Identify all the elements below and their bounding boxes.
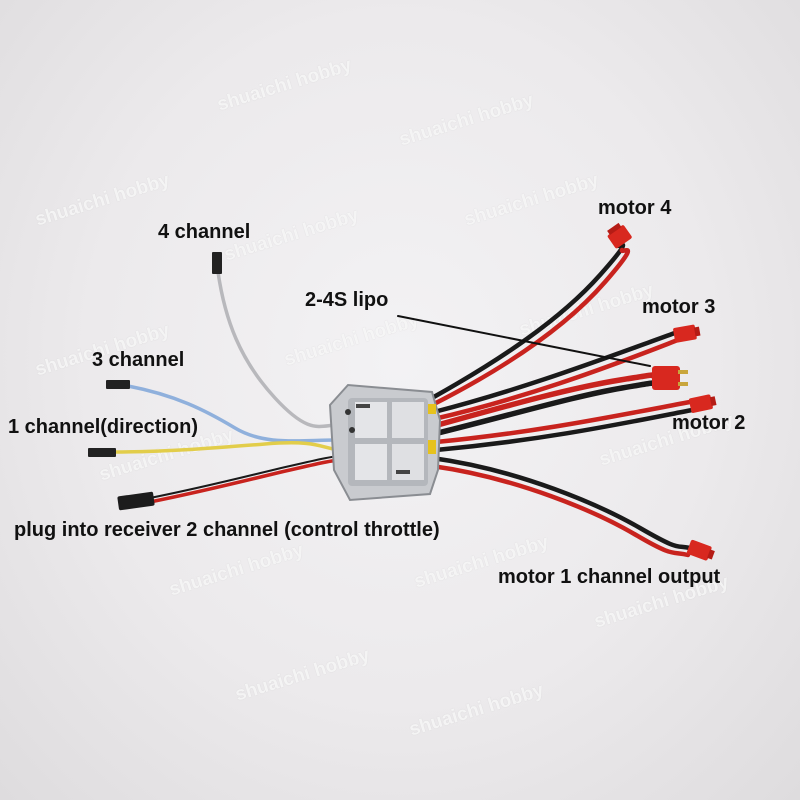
wire-motor-2-black (433, 407, 695, 453)
connector-motor-1 (686, 539, 715, 561)
wire-1-channel (113, 441, 340, 454)
wire-receiver-black (149, 455, 339, 499)
wire-motor-1-red (429, 463, 691, 558)
wire-motor-4-red (429, 247, 630, 408)
connector-3-channel (106, 380, 130, 389)
esc-board (328, 383, 442, 502)
label-3-channel: 3 channel (92, 349, 185, 371)
label-lipo: 2-4S lipo (305, 289, 389, 311)
connector-receiver (117, 491, 155, 511)
label-motor-1: motor 1 channel output (498, 566, 721, 588)
label-1-channel: 1 channel(direction) (8, 416, 199, 438)
connector-motor-4 (607, 222, 632, 249)
lipo-pointer-line (397, 315, 651, 367)
connector-motor-3 (673, 324, 701, 343)
wire-motor-1-black (429, 455, 693, 551)
connector-lipo-t-plug (652, 366, 688, 390)
connector-1-channel (88, 448, 116, 457)
label-receiver: plug into receiver 2 channel (control th… (14, 519, 440, 541)
wire-receiver-red (148, 458, 340, 504)
wire-3-channel (126, 384, 340, 443)
connector-motor-2 (688, 394, 717, 413)
label-motor-4: motor 4 (598, 197, 672, 219)
wire-lipo-red (431, 372, 658, 429)
label-motor-3: motor 3 (642, 296, 716, 318)
wire-4-channel (216, 270, 340, 429)
connector-4-channel (212, 252, 222, 274)
label-motor-2: motor 2 (672, 412, 746, 434)
wire-motor-2-red (433, 399, 693, 445)
wire-motor-4-black (429, 242, 626, 401)
label-4-channel: 4 channel (158, 221, 251, 243)
